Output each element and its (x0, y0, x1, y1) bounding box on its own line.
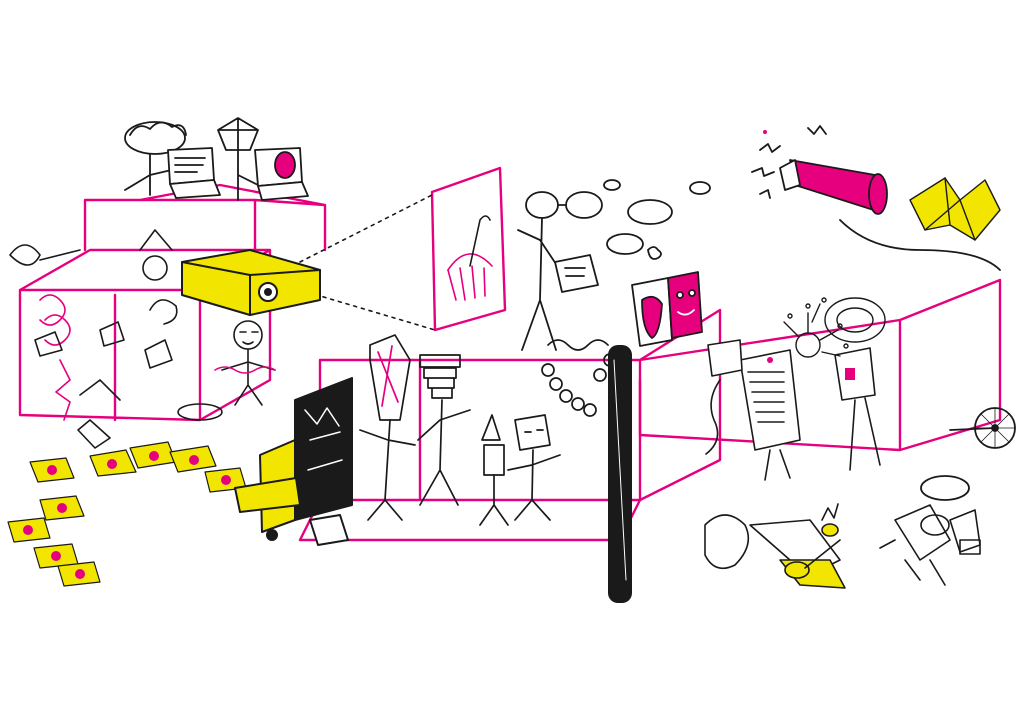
megaphone-icon (751, 125, 1001, 271)
black-pole (608, 345, 632, 603)
binocular-figure (517, 191, 603, 351)
guitar-icon (704, 503, 846, 589)
right-box-frame (638, 278, 1002, 452)
flyer (57, 561, 101, 587)
laptop-icon (167, 147, 221, 199)
flyer (29, 457, 75, 483)
flyer (7, 517, 51, 543)
magenta-smile-face (274, 151, 296, 179)
yellow-flyers (7, 441, 247, 587)
middle-stage-frame (298, 308, 722, 542)
paper-crane-icon (909, 177, 1001, 241)
diamond-head (217, 117, 259, 151)
gear-machine (879, 504, 981, 586)
stage-figures (359, 334, 617, 526)
sparkle-burst (783, 297, 886, 358)
umbrella-icon (447, 215, 493, 301)
projection-screen (430, 166, 507, 332)
floor-disk (177, 403, 223, 421)
projector-icon (181, 249, 321, 316)
top-figures (124, 117, 309, 201)
round-head (142, 255, 168, 281)
left-box-contents (9, 229, 276, 449)
mask-icon (631, 271, 703, 347)
flyer (204, 467, 247, 493)
film-camera-icon (234, 377, 353, 546)
projection-beam (299, 194, 436, 331)
flyer (169, 445, 217, 473)
flyer (39, 495, 85, 521)
newspaper-icon (705, 339, 881, 481)
bicycle-icon (920, 407, 1016, 501)
flyer (89, 449, 137, 477)
flyer (129, 441, 177, 469)
floating-rings (603, 179, 711, 260)
cloud-head-left (124, 121, 186, 155)
